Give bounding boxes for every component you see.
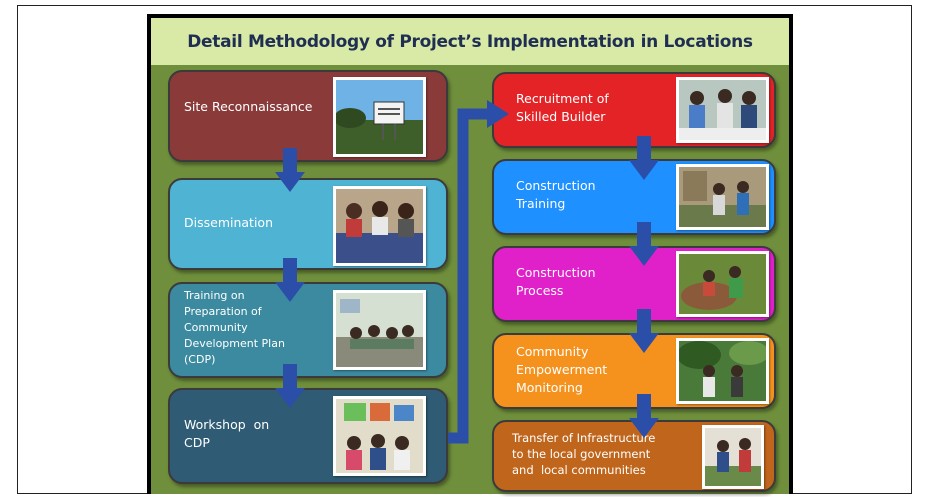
arrow-right-icon <box>487 100 509 128</box>
slide-title: Detail Methodology of Project’s Implemen… <box>187 31 753 52</box>
step-label: Site Reconnaissance <box>184 99 313 114</box>
site-photo <box>333 77 426 157</box>
flow-arrows <box>275 100 659 444</box>
title-bar: Detail Methodology of Project’s Implemen… <box>151 18 789 65</box>
arrow-down-icon <box>275 258 305 302</box>
construction-process-photo <box>676 251 769 317</box>
step-label: Construction Training <box>516 178 596 211</box>
arrow-down-icon <box>275 148 305 192</box>
step-label: Workshop on CDP <box>184 417 270 450</box>
step-label: Recruitment of Skilled Builder <box>516 91 609 124</box>
connector-arrow-icon <box>448 108 492 444</box>
step-recruitment: Recruitment of Skilled Builder <box>492 72 776 148</box>
arrow-down-icon <box>629 136 659 180</box>
slide-background: Detail Methodology of Project’s Implemen… <box>151 18 789 494</box>
step-dissemination: Dissemination <box>168 178 448 270</box>
step-label: Community Empowerment Monitoring <box>516 344 608 395</box>
recruitment-photo <box>676 77 769 143</box>
step-label: Training on Preparation of Community Dev… <box>184 289 285 366</box>
workshop-photo <box>333 396 426 476</box>
meeting-photo <box>333 186 426 266</box>
step-training-cdp: Training on Preparation of Community Dev… <box>168 282 448 378</box>
step-label: Transfer of Infrastructure to the local … <box>512 431 656 477</box>
construction-training-photo <box>676 164 769 230</box>
slide: Detail Methodology of Project’s Implemen… <box>147 14 793 494</box>
step-construction-training: Construction Training <box>492 159 776 235</box>
arrow-down-icon <box>275 364 305 408</box>
step-label: Construction Process <box>516 265 596 298</box>
monitoring-photo <box>676 338 769 404</box>
step-workshop-cdp: Workshop on CDP <box>168 388 448 484</box>
step-transfer-infrastructure: Transfer of Infrastructure to the local … <box>492 420 776 492</box>
step-label: Dissemination <box>184 215 273 230</box>
arrow-down-icon <box>629 222 659 266</box>
transfer-photo <box>702 425 764 489</box>
arrow-down-icon <box>629 309 659 353</box>
step-site-reconnaissance: Site Reconnaissance <box>168 70 448 162</box>
training-photo <box>333 290 426 370</box>
arrow-down-icon <box>629 394 659 438</box>
step-community-empowerment-monitoring: Community Empowerment Monitoring <box>492 333 776 409</box>
